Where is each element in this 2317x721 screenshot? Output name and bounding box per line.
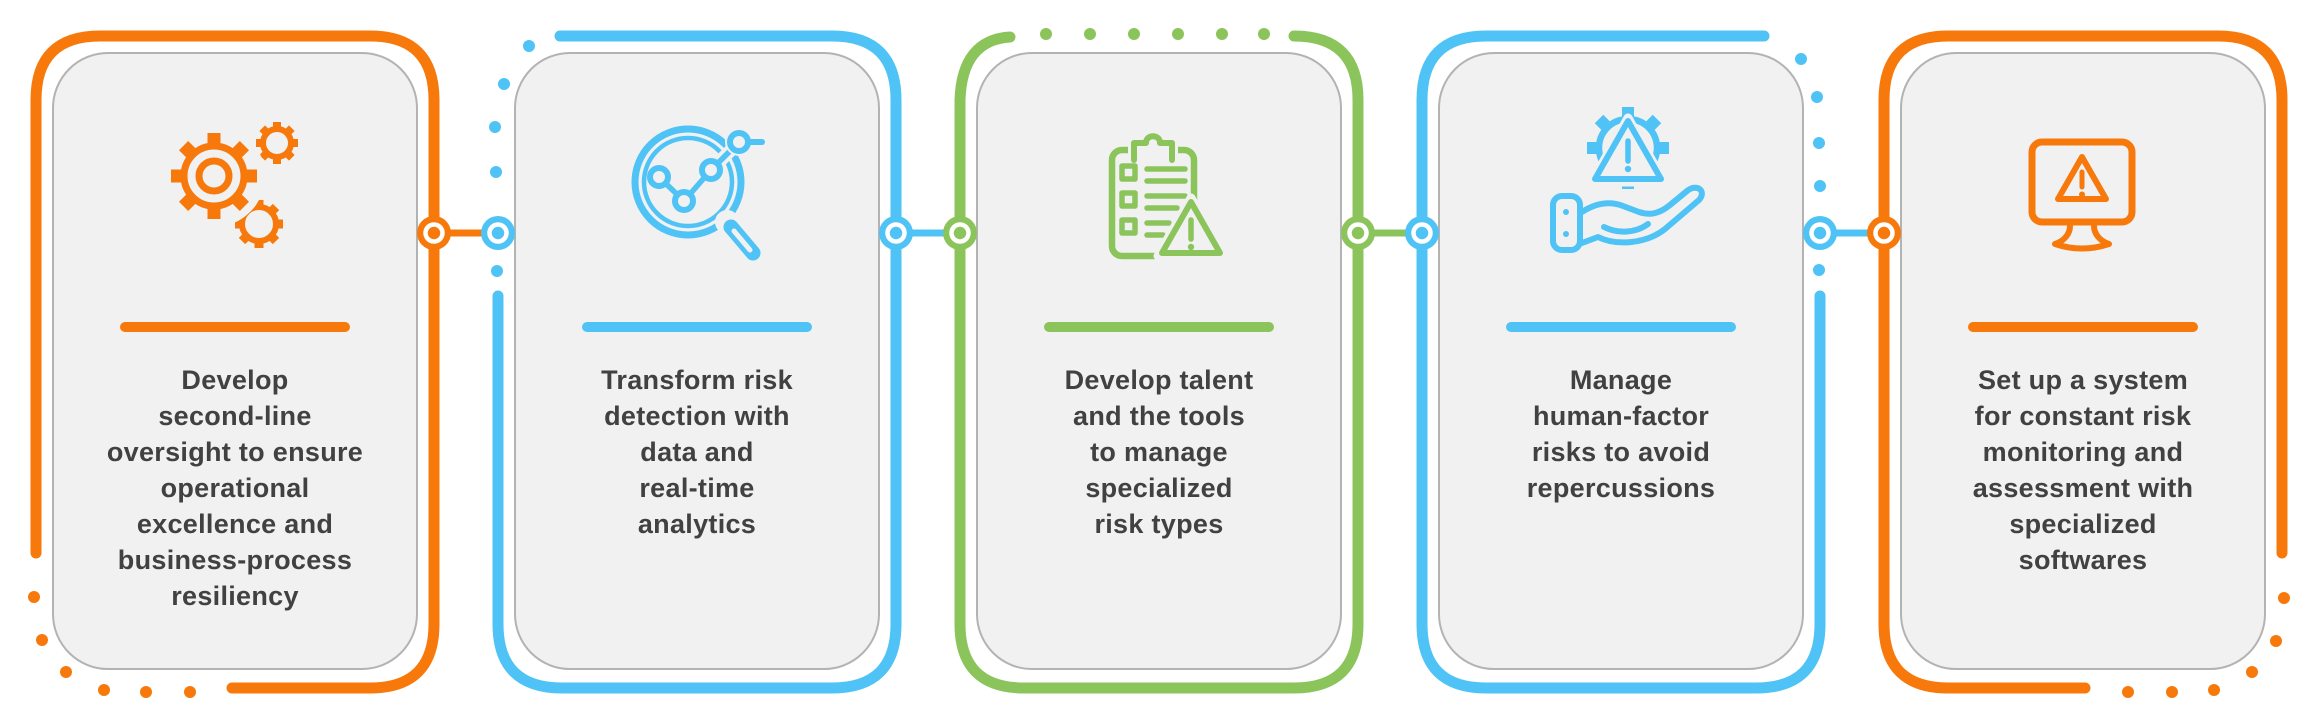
step-card-4: Manage human-factor risks to avoid reper… (1438, 52, 1804, 670)
step-card-5: Set up a system for constant risk monito… (1900, 52, 2266, 670)
step-text: Develop second-line oversight to ensure … (106, 365, 364, 611)
divider (1044, 322, 1274, 332)
card-3-dots (1040, 28, 1270, 40)
divider (120, 322, 350, 332)
step-text: Manage human-factor risks to avoid reper… (1526, 365, 1716, 503)
step-card-2: Transform risk detection with data and r… (514, 52, 880, 670)
step-text: Set up a system for constant risk monito… (1972, 365, 2194, 575)
connector-1-2 (417, 216, 515, 250)
connector-4-5 (1803, 216, 1901, 250)
connector-3-4 (1341, 216, 1439, 250)
divider (582, 322, 812, 332)
connector-2-3 (879, 216, 977, 250)
step-text: Transform risk detection with data and r… (601, 365, 793, 539)
step-text: Develop talent and the tools to manage s… (1064, 365, 1254, 539)
step-card-3: Develop talent and the tools to manage s… (976, 52, 1342, 670)
step-card-1: Develop second-line oversight to ensure … (52, 52, 418, 670)
divider (1968, 322, 2198, 332)
divider (1506, 322, 1736, 332)
